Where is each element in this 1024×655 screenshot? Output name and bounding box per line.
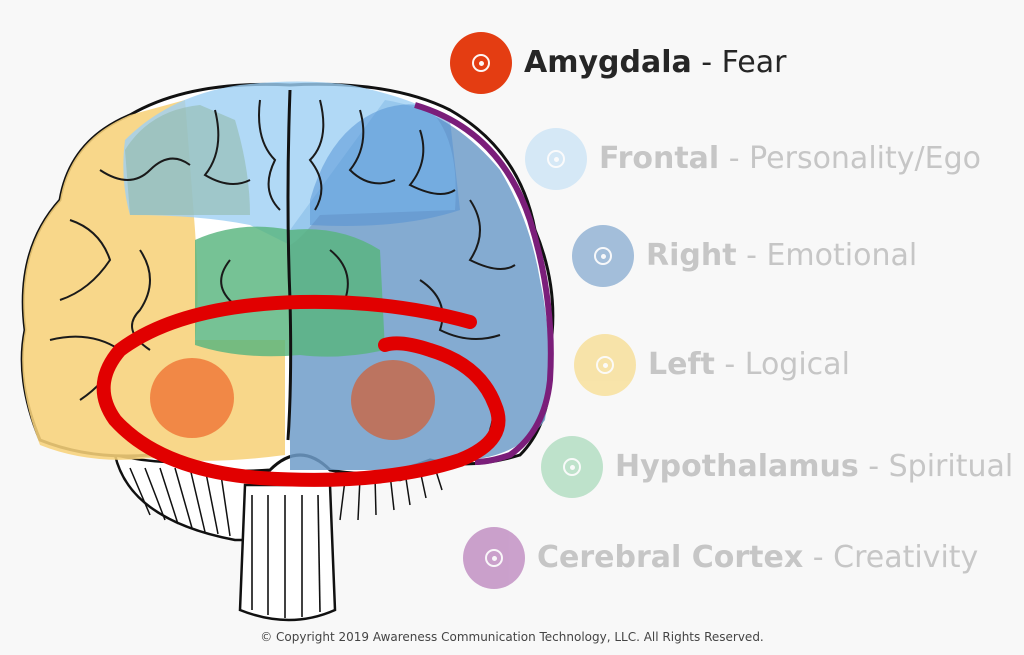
amygdala-dot-icon	[450, 32, 512, 94]
highlight-swirl	[96, 294, 506, 487]
brain-illustration	[20, 81, 555, 622]
amygdala-right	[351, 360, 435, 440]
legend-hypothalamus: Hypothalamus - Spiritual	[541, 436, 1013, 498]
legend-name: Hypothalamus	[615, 449, 859, 484]
frontal-dot-icon	[525, 128, 587, 190]
legend-desc: Spiritual	[888, 449, 1014, 484]
copyright-notice: © Copyright 2019 Awareness Communication…	[260, 630, 764, 644]
central-fissure	[286, 89, 293, 441]
legend-desc: Creativity	[833, 540, 979, 575]
legend-separator: -	[691, 45, 722, 80]
legend-separator: -	[858, 449, 889, 484]
legend-separator: -	[714, 347, 745, 382]
hypothalamus-dot-icon	[541, 436, 603, 498]
legend-separator: -	[803, 540, 834, 575]
cerebral-cortex-edge	[414, 102, 554, 465]
legend-name: Cerebral Cortex	[537, 540, 804, 575]
legend-desc: Fear	[721, 45, 787, 80]
legend-name: Amygdala	[524, 45, 692, 80]
legend-name: Left	[648, 347, 715, 382]
legend-desc: Personality/Ego	[749, 141, 981, 176]
left-dot-icon	[574, 334, 636, 396]
right-frontal-overlap	[310, 104, 460, 226]
right-dot-icon	[572, 225, 634, 287]
legend-left: Left - Logical	[574, 334, 850, 396]
legend-desc: Emotional	[766, 238, 918, 273]
legend-amygdala: Amygdala - Fear	[450, 32, 786, 94]
legend-right: Right - Emotional	[572, 225, 917, 287]
amygdala-left	[150, 358, 234, 438]
legend-cerebral-cortex: Cerebral Cortex - Creativity	[463, 527, 978, 589]
legend-separator: -	[736, 238, 767, 273]
cerebral-cortex-dot-icon	[463, 527, 525, 589]
legend-name: Right	[646, 238, 737, 273]
legend-desc: Logical	[744, 347, 850, 382]
brain-stem	[238, 483, 337, 622]
legend-separator: -	[719, 141, 750, 176]
sulci-lines	[49, 99, 516, 431]
legend-name: Frontal	[599, 141, 720, 176]
legend-frontal: Frontal - Personality/Ego	[525, 128, 981, 190]
